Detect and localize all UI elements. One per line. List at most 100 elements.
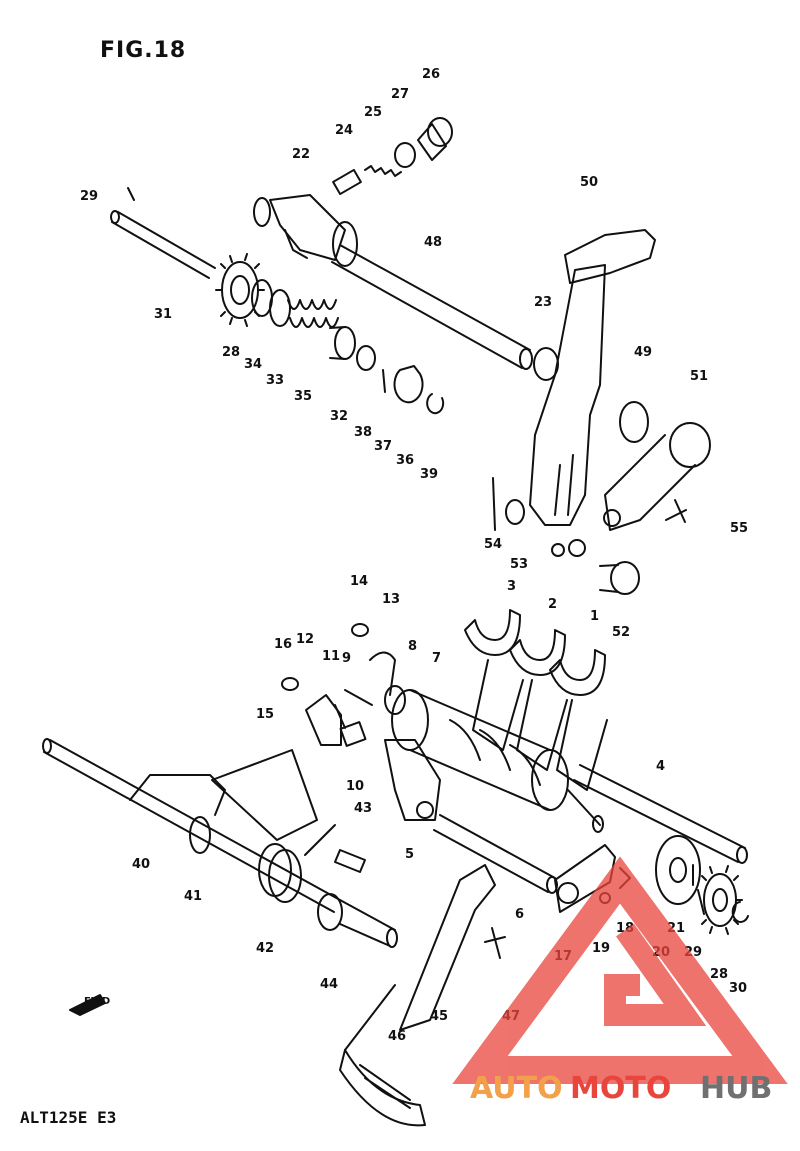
shaft-4 [573,764,748,864]
label-27: 27 [391,87,409,102]
model-code: ALT125E E3 [20,1108,117,1127]
label-45: 45 [430,1009,448,1024]
collar-44 [317,893,398,948]
pin-37 [382,369,386,393]
bushing-49 [619,401,649,443]
label-36: 36 [396,453,414,468]
fwd-label: FWD [84,996,110,1007]
spring-13 [369,651,396,696]
label-9: 9 [342,651,351,666]
fork-1 [549,649,608,791]
watermark-text: AUTO MOTO HUB [470,1071,772,1106]
label-16: 16 [274,637,292,652]
label-2: 2 [548,597,557,612]
pin-54 [492,477,496,531]
callout-labels: 1 2 3 4 5 6 7 8 9 10 11 12 13 14 15 16 1… [80,67,748,1044]
label-39: 39 [420,467,438,482]
bolt-26 [417,117,453,161]
disk-20 [655,835,701,905]
label-28-lower: 28 [710,967,728,982]
label-44: 44 [320,977,338,992]
label-15: 15 [256,707,274,722]
label-28: 28 [222,345,240,360]
label-10: 10 [346,779,364,794]
shaft-48 [331,244,533,370]
label-11: 11 [322,649,340,664]
label-22: 22 [292,147,310,162]
washer-27 [394,142,416,168]
label-50: 50 [580,175,598,190]
cam-8 [384,685,406,715]
fwd-arrow-icon [69,994,106,1016]
label-25: 25 [364,105,382,120]
spring-42 [258,843,302,903]
bolt-43 [334,849,366,873]
label-43: 43 [354,801,372,816]
label-37: 37 [374,439,392,454]
label-53: 53 [510,557,528,572]
plate-10 [339,721,367,747]
label-1: 1 [590,609,599,624]
bolt-55 [665,499,687,523]
watermark-logo [452,856,788,1084]
label-12: 12 [296,632,314,647]
watermark-moto: MOTO [570,1071,671,1106]
spring-25 [364,165,402,177]
watermark-auto: AUTO [470,1071,563,1106]
label-54: 54 [484,537,502,552]
collar-41 [189,816,211,854]
label-40: 40 [132,857,150,872]
pin-52 [599,561,640,595]
label-19: 19 [592,941,610,956]
gear-28-lower [701,865,743,935]
label-55: 55 [730,521,748,536]
label-32: 32 [330,409,348,424]
label-5: 5 [405,847,414,862]
label-51: 51 [690,369,708,384]
label-26: 26 [422,67,440,82]
label-52: 52 [612,625,630,640]
label-7: 7 [432,651,441,666]
pin-9 [344,689,373,706]
label-41: 41 [184,889,202,904]
plate-15 [305,694,342,746]
shift-drum-7 [391,689,604,833]
washer-38 [356,345,376,371]
label-14: 14 [350,574,368,589]
arm-51 [603,422,711,531]
pin-43-link [304,824,336,856]
label-30: 30 [729,981,747,996]
label-3: 3 [507,579,516,594]
label-29: 29 [80,189,98,204]
watermark-hub: HUB [700,1071,772,1106]
stopper-5 [384,739,441,821]
pedal-45 [344,864,496,1051]
fork-2 [509,629,568,771]
label-23: 23 [534,295,552,310]
label-38: 38 [354,425,372,440]
fork-3 [464,609,524,751]
label-13: 13 [382,592,400,607]
screw-16 [281,677,299,691]
label-49: 49 [634,345,652,360]
spring-35 [251,279,356,360]
cam-36 [393,365,424,404]
label-4: 4 [656,759,665,774]
label-8: 8 [408,639,417,654]
washer-53 [505,499,525,525]
label-24: 24 [335,123,353,138]
gear-28-top [215,253,265,327]
shaft-31 [110,187,216,279]
lever-50 [529,229,656,557]
label-35: 35 [294,389,312,404]
label-33: 33 [266,373,284,388]
clip-30 [731,901,749,923]
label-48: 48 [424,235,442,250]
shaft-6 [433,814,558,894]
clip-39 [426,393,445,415]
plate-41 [211,749,318,841]
lever-22 [253,194,358,267]
label-46: 46 [388,1029,406,1044]
figure-title: FIG.18 [100,38,187,63]
